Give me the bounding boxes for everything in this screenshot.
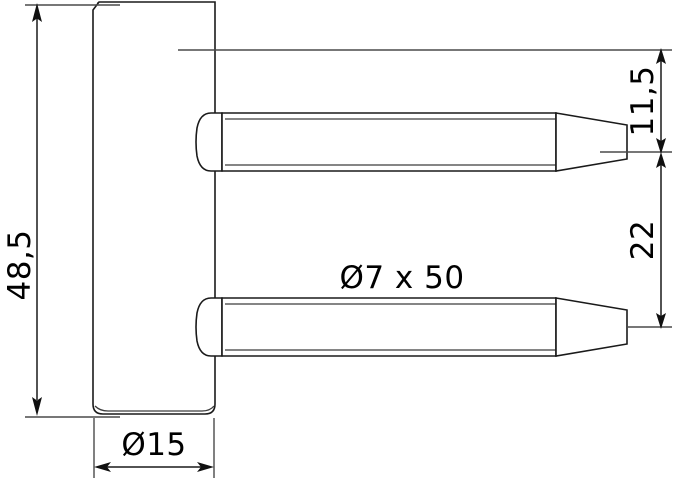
dim-arrow-22-bottom: [656, 313, 666, 329]
dimension-diameter-15: Ø15: [94, 427, 214, 472]
dim-arrow-48-5-bottom: [32, 397, 42, 416]
upper-pin-shank: [221, 112, 557, 172]
upper-pin-tip-taper: [555, 112, 628, 172]
dim-arrow-d15-right: [197, 462, 214, 472]
upper-pin-head: [195, 112, 223, 172]
dim-label-d7x50: Ø7 x 50: [339, 260, 464, 296]
dimension-22: 22: [625, 152, 666, 329]
dim-label-d15: Ø15: [121, 427, 186, 463]
dim-arrow-48-5-top: [32, 3, 42, 22]
dim-arrow-11-5-top: [656, 48, 666, 64]
dim-arrow-11-5-bottom: [656, 138, 666, 154]
lower-pin-tip-taper: [555, 297, 628, 357]
plate-body-outline: [92, 1, 216, 415]
plate-bottom-inner-line: [94, 405, 215, 412]
dim-arrow-22-top: [656, 152, 666, 168]
dim-label-48-5: 48,5: [2, 229, 38, 300]
extension-lines: [25, 4, 672, 478]
label-pin-spec: Ø7 x 50: [339, 260, 464, 296]
upper-pin: [195, 112, 628, 172]
dim-label-11-5: 11,5: [625, 65, 661, 136]
lower-pin: [195, 297, 628, 357]
dim-label-22: 22: [625, 220, 661, 260]
dim-arrow-d15-left: [94, 462, 111, 472]
lower-pin-head: [195, 297, 223, 357]
lower-pin-shank: [221, 297, 557, 357]
dimension-11-5: 11,5: [625, 48, 666, 154]
dimension-48-5: 48,5: [2, 3, 42, 416]
mounting-plate: [92, 1, 216, 415]
